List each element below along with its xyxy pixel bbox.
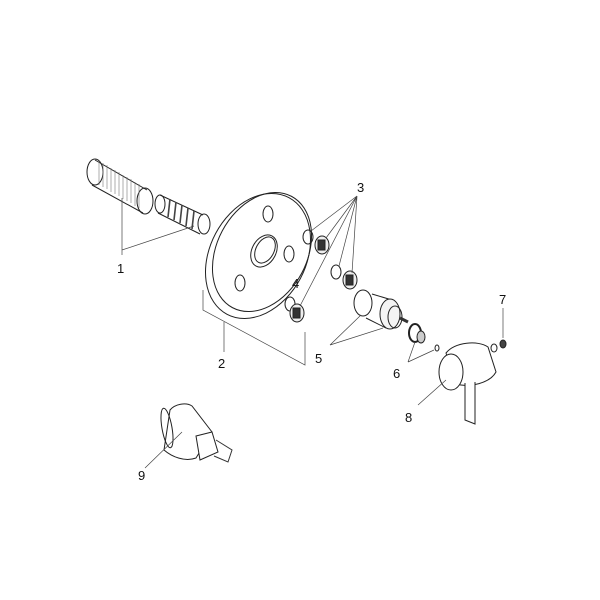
- part-3-plugs: [284, 195, 358, 323]
- callout-6: 6: [393, 366, 401, 381]
- callout-7: 7: [499, 292, 507, 307]
- callout-4: 4: [292, 276, 300, 291]
- callout-9: 9: [138, 468, 146, 483]
- callout-5: 5: [315, 351, 323, 366]
- callout-3: 3: [357, 180, 365, 195]
- part-9-cartridge-alt: [144, 403, 233, 469]
- callout-2: 2: [218, 356, 226, 371]
- part-7-set-screw: [490, 308, 507, 353]
- part-6-insert-screw: [407, 323, 440, 363]
- part-8-handle: [417, 342, 497, 425]
- part-1-extension-sleeves: [86, 158, 211, 255]
- callout-1: 1: [117, 261, 125, 276]
- part-5-cartridge: [329, 289, 409, 346]
- part-2-wall-rosette: [202, 191, 313, 366]
- callout-8: 8: [405, 410, 413, 425]
